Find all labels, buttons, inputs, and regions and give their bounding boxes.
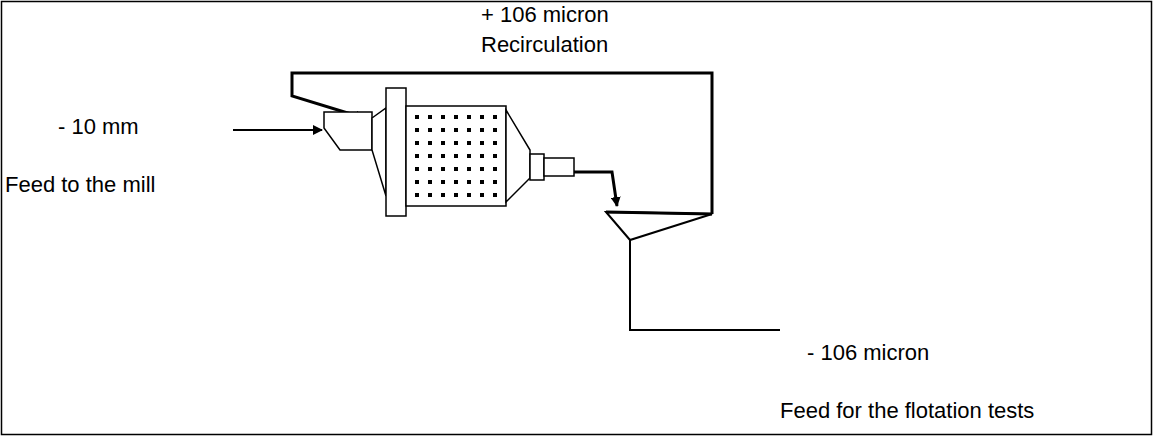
undersize-line [630, 240, 780, 330]
discharge-line [574, 172, 617, 206]
discharge-spout [544, 158, 574, 176]
mill-liner-dots [412, 112, 503, 203]
discharge-cone [506, 110, 530, 202]
size-label: - 106 micron [807, 340, 929, 366]
feed-hopper [324, 112, 372, 150]
hydrocyclone-top [606, 212, 712, 214]
feed-trunnion [372, 108, 386, 196]
mill-flange [386, 88, 406, 216]
discharge-trunnion [530, 154, 544, 180]
size-label: - 10 mm [58, 114, 139, 140]
stream-label: Feed to the mill [5, 172, 155, 198]
hydrocyclone [606, 212, 712, 240]
stream-label: Feed for the flotation tests [780, 398, 1034, 424]
recirculation-line [292, 73, 712, 214]
mill-drum [406, 106, 506, 206]
size-label: + 106 micron [481, 2, 609, 28]
feed-arrow [233, 129, 322, 131]
stream-label: Recirculation [481, 32, 608, 58]
